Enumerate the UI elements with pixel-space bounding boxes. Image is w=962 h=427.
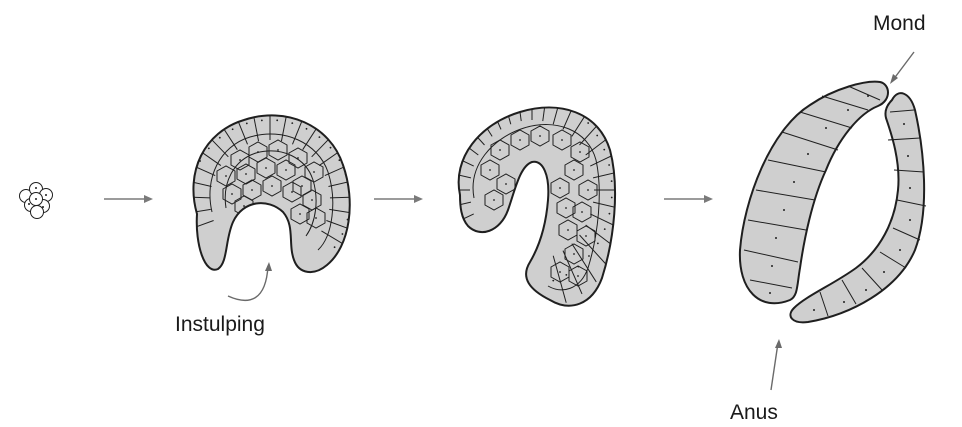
invagination-pointer bbox=[228, 262, 272, 300]
arrow-3 bbox=[664, 195, 713, 203]
gastrula-invagination bbox=[175, 105, 365, 272]
mouth-label: Mond bbox=[873, 12, 926, 35]
digestive-tube bbox=[740, 82, 926, 323]
arrow-1 bbox=[104, 195, 153, 203]
anus-pointer bbox=[771, 339, 782, 390]
mouth-pointer bbox=[890, 52, 914, 84]
morula-cluster bbox=[20, 183, 53, 219]
arrow-2 bbox=[374, 195, 423, 203]
invagination-label: Instulping bbox=[175, 313, 265, 336]
gastrula-elongated bbox=[432, 70, 632, 306]
anus-label: Anus bbox=[730, 401, 778, 424]
